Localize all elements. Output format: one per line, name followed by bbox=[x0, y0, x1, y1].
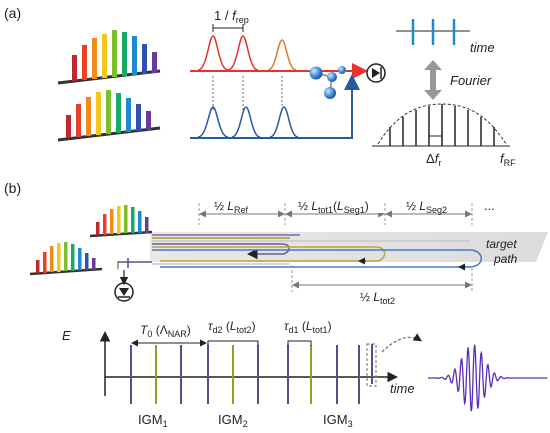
tau-d1-bracket bbox=[287, 340, 312, 346]
panel-b-label: (b) bbox=[4, 180, 21, 196]
zoom-box bbox=[366, 343, 377, 387]
comb-tooth bbox=[126, 98, 131, 132]
comb-tooth bbox=[152, 52, 157, 73]
comb-tooth bbox=[96, 92, 101, 135]
tau-d2-label: τd2 (Ltot2) bbox=[208, 319, 256, 335]
igm-pulses bbox=[130, 345, 360, 404]
ltot2-label: ½ Ltot2 bbox=[360, 290, 395, 306]
comb-tooth bbox=[116, 93, 121, 133]
photodetector-icon-b bbox=[114, 270, 134, 302]
seg1-return-path bbox=[152, 246, 386, 262]
panel-a: (a) 1 / frep bbox=[4, 5, 516, 168]
comb-tooth bbox=[76, 104, 81, 137]
frequency-comb-b-lower bbox=[29, 242, 103, 276]
igm-1-label: IGM1 bbox=[138, 412, 168, 429]
orange-pulse bbox=[267, 39, 297, 71]
comb-tooth bbox=[122, 32, 127, 76]
panel-b: (b) target path bbox=[4, 180, 548, 306]
red-pulse bbox=[227, 35, 259, 71]
blue-pulse-train bbox=[197, 106, 299, 138]
comb-tooth bbox=[132, 36, 137, 75]
tau-d1-label: τd1 (Ltot1) bbox=[284, 319, 332, 335]
blue-pulse bbox=[231, 106, 261, 138]
segment-length-markers: ½ LRef ½ Ltot1(LSeg1) ½ LSeg2 ... bbox=[198, 198, 495, 225]
rf-spectrum: Δfr fRF bbox=[372, 103, 516, 168]
igm-2-label: IGM2 bbox=[218, 412, 248, 429]
seg2-return-path bbox=[152, 249, 482, 268]
panel-a-label: (a) bbox=[4, 5, 21, 21]
comb-tooth bbox=[92, 38, 97, 79]
comb-tooth bbox=[102, 34, 107, 78]
photodetector-icon bbox=[366, 63, 386, 83]
ltot1-label: ½ Ltot1(LSeg1) bbox=[298, 199, 369, 215]
red-pulse bbox=[197, 35, 229, 71]
comb-tooth bbox=[106, 90, 111, 134]
comb-tooth bbox=[112, 30, 117, 77]
lseg2-label: ½ LSeg2 bbox=[406, 199, 447, 215]
rep-period-label: 1 / frep bbox=[214, 8, 249, 25]
igm-3-label: IGM3 bbox=[323, 412, 353, 429]
interferogram-timeline: time bbox=[396, 19, 495, 55]
comb-tooth bbox=[82, 45, 87, 80]
beam-paths bbox=[117, 234, 482, 271]
time-label-c: time bbox=[390, 381, 415, 396]
lref-label: ½ LRef bbox=[214, 199, 249, 215]
comb-tooth bbox=[72, 55, 77, 81]
frf-label: fRF bbox=[500, 151, 516, 168]
blue-pulse bbox=[269, 106, 299, 138]
comb-tooth bbox=[146, 111, 151, 130]
interferogram-waveform bbox=[428, 344, 548, 412]
e-axis-label: E bbox=[62, 328, 71, 343]
target-label-line1: target bbox=[486, 237, 517, 251]
fourier-label: Fourier bbox=[450, 73, 492, 88]
frequency-comb-b-upper bbox=[89, 205, 153, 238]
time-label: time bbox=[470, 40, 495, 55]
frequency-comb-top bbox=[57, 30, 161, 85]
red-pulse-train bbox=[197, 35, 297, 71]
delta-fr-label: Δfr bbox=[426, 151, 441, 168]
zoom-arrow bbox=[381, 333, 423, 353]
fourier-arrow: Fourier bbox=[424, 60, 492, 100]
igm-sequence: E time T0 (ΛNAR) τd2 (Ltot2) bbox=[62, 319, 548, 429]
blue-pulse bbox=[197, 106, 229, 138]
more-segments-ellipsis: ... bbox=[484, 198, 495, 213]
comb-tooth bbox=[86, 97, 91, 136]
blue-beam bbox=[190, 82, 353, 139]
molecule-icon bbox=[309, 66, 346, 99]
tau-d2-bracket bbox=[207, 340, 259, 346]
frequency-comb-bottom bbox=[57, 90, 161, 142]
target-label-line2: path bbox=[493, 252, 518, 266]
comb-tooth bbox=[66, 115, 71, 138]
t0-label: T0 (ΛNAR) bbox=[140, 323, 191, 339]
comb-tooth bbox=[136, 104, 141, 131]
ltot2-marker: ½ Ltot2 bbox=[291, 265, 473, 306]
comb-tooth bbox=[142, 44, 147, 74]
